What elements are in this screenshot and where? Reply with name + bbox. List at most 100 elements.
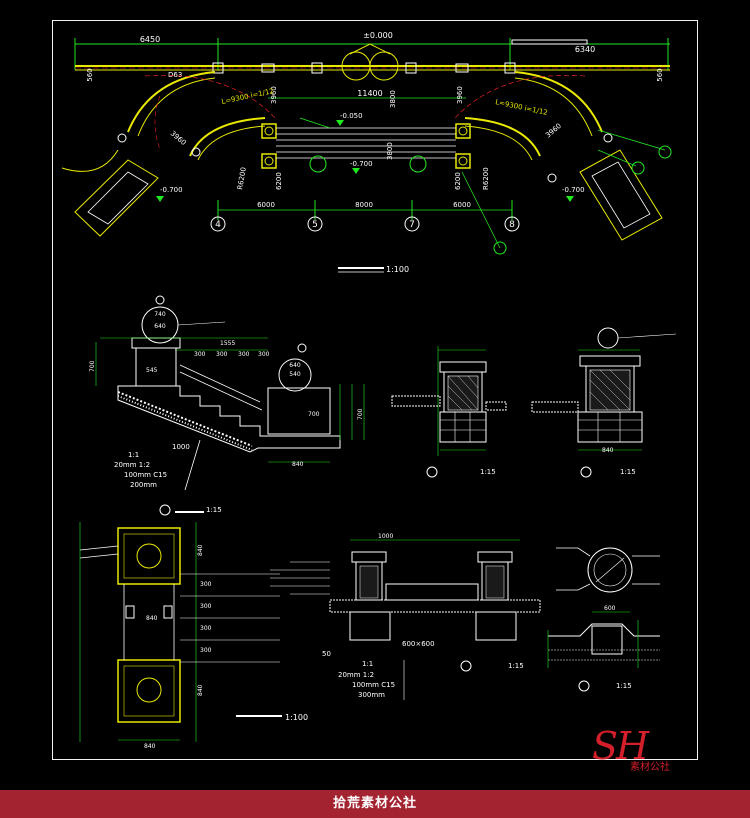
section-b-scale-1: 1:15 [480, 468, 496, 476]
section-a-scale: 1:15 [206, 506, 222, 514]
dim-right-text: 6340 [575, 45, 595, 54]
svg-text:300: 300 [194, 351, 206, 358]
svg-text:100mm C15: 100mm C15 [124, 471, 167, 479]
axis-bubble-7 [404, 216, 420, 232]
axis-bubble-5 [307, 216, 323, 232]
svg-text:540: 540 [289, 371, 301, 378]
stairs-section [117, 385, 341, 453]
svg-text:840: 840 [146, 615, 158, 622]
axis-bubble-8 [504, 216, 520, 232]
plan-b-scale: 1:100 [285, 713, 308, 722]
svg-text:100mm C15: 100mm C15 [352, 681, 395, 689]
section-c-scale: 1:15 [508, 662, 524, 670]
left-curve-outer [127, 71, 216, 133]
svg-text:300: 300 [238, 351, 250, 358]
dim-740-a: 740 [154, 311, 166, 318]
level-050: -0.050 [340, 112, 363, 120]
right-car-ramp [579, 149, 663, 241]
dim-840-b: 840 [602, 447, 614, 454]
section-b-details: 1:15 840 1:15 [391, 327, 677, 478]
dim-360-left: 3960 [270, 86, 278, 104]
section-c: 1000 600×600 50 1:1 20mm 1:2 100mm C15 3… [270, 533, 541, 700]
dim-640-a: 640 [154, 323, 166, 330]
d63-label: D63 [168, 71, 182, 79]
dim-r6200-right: R6200 [482, 167, 490, 190]
dim-50: 50 [322, 650, 331, 658]
svg-text:20mm 1:2: 20mm 1:2 [338, 671, 374, 679]
svg-text:700: 700 [308, 411, 320, 418]
svg-text:640: 640 [289, 362, 301, 369]
svg-text:300mm: 300mm [358, 691, 385, 699]
svg-text:840: 840 [197, 684, 204, 696]
elevation-label: ±0.000 [363, 31, 393, 40]
logo-subtitle: 素材公社 [630, 762, 670, 773]
dim-6000-right: 6000 [453, 201, 471, 209]
dim-380: 3800 [389, 90, 397, 108]
svg-text:1:1: 1:1 [128, 451, 139, 459]
level-mid: -0.700 [350, 160, 373, 168]
detail-d: 600 1:15 [547, 547, 660, 692]
svg-text:20mm 1:2: 20mm 1:2 [114, 461, 150, 469]
footer-band: 拾荒素材公社 [0, 790, 750, 818]
dim-600-d: 600 [604, 605, 616, 612]
dim-1000-c: 1000 [378, 533, 393, 540]
svg-text:700: 700 [89, 360, 96, 372]
logo-mark: SH [592, 724, 649, 768]
pillar-cap-2 [579, 355, 641, 367]
svg-text:300: 300 [200, 581, 212, 588]
svg-text:840: 840 [197, 544, 204, 556]
left-car-ramp [74, 159, 159, 237]
wall-base [329, 599, 541, 613]
svg-text:5: 5 [312, 220, 318, 230]
brand-logo: SH 素材公社 [592, 724, 682, 773]
dim-1000-a: 1000 [172, 443, 190, 451]
svg-text:840: 840 [144, 743, 156, 750]
dim-3800-vert: 3800 [386, 142, 394, 160]
dim-360-right: 3960 [456, 86, 464, 104]
cad-drawing: 6450 6340 ±0.000 560 560 D63 11400 3960 … [61, 31, 677, 750]
dim-6200-r: R6200 [236, 167, 248, 191]
svg-text:200mm: 200mm [130, 481, 157, 489]
pillar-plan-top [117, 527, 181, 585]
dim-right-small: 560 [656, 68, 664, 81]
dim-3960-right: 3960 [544, 122, 563, 140]
dim-6200-left: 6200 [275, 172, 283, 190]
detail-d-scale: 1:15 [616, 682, 632, 690]
dim-6000-left: 6000 [257, 201, 275, 209]
dim-840-a: 840 [292, 461, 304, 468]
svg-text:300: 300 [200, 647, 212, 654]
svg-text:4: 4 [215, 220, 221, 230]
section-b-scale-2: 1:15 [620, 468, 636, 476]
dim-6200-right: 6200 [454, 172, 462, 190]
axis-bubble-4 [210, 216, 226, 232]
right-curve-outer [514, 71, 603, 133]
level-left: -0.700 [160, 186, 183, 194]
dim-1555: 1555 [220, 340, 235, 347]
svg-text:1:1: 1:1 [362, 660, 373, 668]
top-plan: 6450 6340 ±0.000 560 560 D63 11400 3960 … [61, 31, 672, 274]
dim-top-mid: 11400 [357, 89, 382, 98]
level-right: -0.700 [562, 186, 585, 194]
svg-text:300: 300 [200, 603, 212, 610]
section-a-stairs: 740 640 1555 300 300 300 300 545 700 640… [89, 295, 365, 516]
plan-b: 840 840 840 300 300 300 300 840 1:100 [79, 522, 308, 750]
dim-left-small: 560 [86, 68, 94, 81]
svg-text:300: 300 [258, 351, 270, 358]
svg-text:300: 300 [200, 625, 212, 632]
dim-545: 545 [146, 367, 158, 374]
svg-text:7: 7 [409, 220, 415, 230]
svg-text:8: 8 [509, 220, 515, 230]
footer-text: 拾荒素材公社 [332, 796, 417, 811]
plan-scale: 1:100 [386, 265, 409, 274]
radius-right: L=9300 i=1/12 [495, 98, 549, 117]
dim-600x600: 600×600 [402, 640, 435, 648]
dim-left-text: 6450 [140, 35, 160, 44]
detail-d-circle [587, 547, 633, 593]
dim-700-a: 700 [357, 408, 364, 420]
radius-left: L=9300 i=1/12 [221, 87, 275, 106]
svg-text:300: 300 [216, 351, 228, 358]
pillar-cap-1 [439, 361, 487, 373]
pillar-plan-bottom [117, 659, 181, 723]
drawing-frame [52, 20, 698, 760]
dim-8000: 8000 [355, 201, 373, 209]
